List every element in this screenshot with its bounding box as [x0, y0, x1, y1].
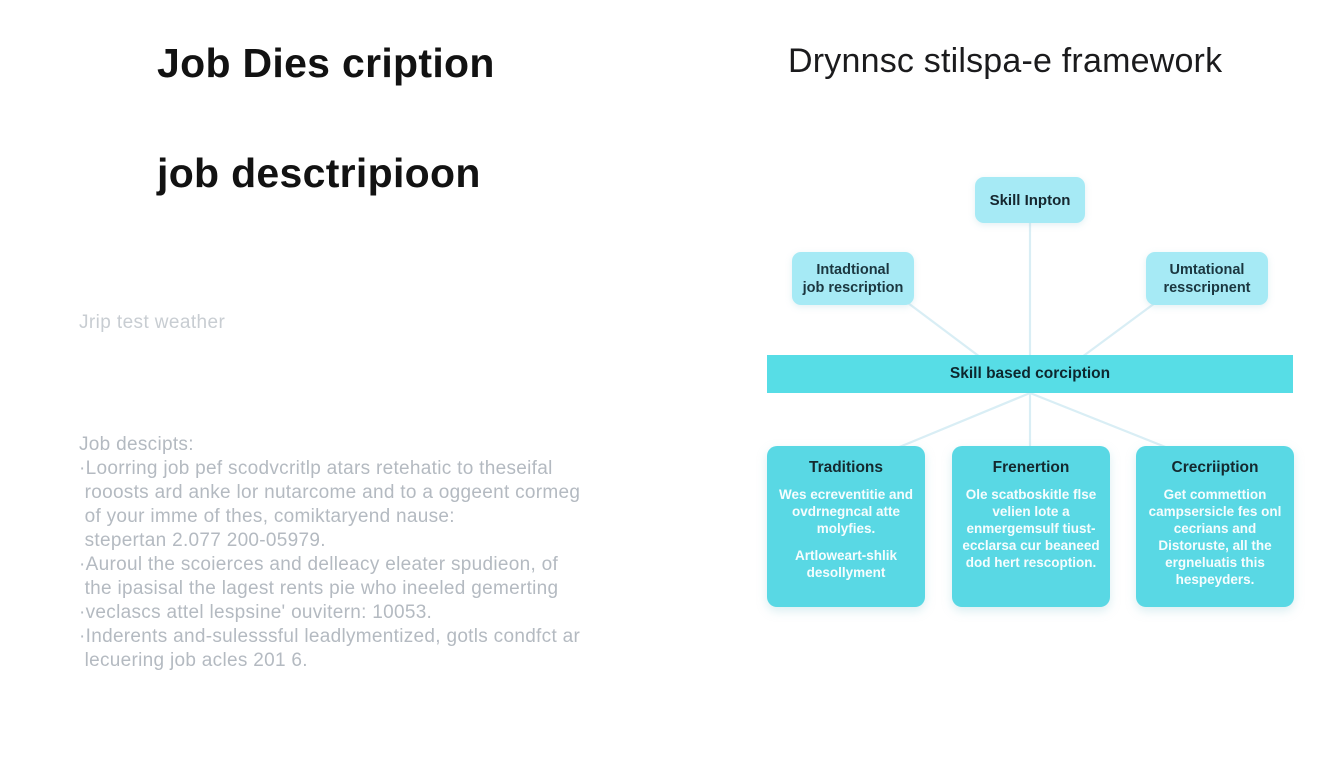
- diagram-node-umtational: Umtational resscripnent: [1146, 252, 1268, 305]
- paragraph-line: stepertan 2.077 200-05979.: [79, 530, 326, 551]
- box-body: Artloweart-shlik desollyment: [794, 548, 898, 580]
- diagram-node-skill-inpton: Skill Inpton: [975, 177, 1085, 223]
- box-title: Traditions: [808, 459, 884, 476]
- box-title: Crecriiption: [1171, 459, 1259, 476]
- title-primary: Job Dies cription: [157, 40, 495, 86]
- paragraph-line: rooosts ard anke lor nutarcome and to a …: [79, 482, 581, 503]
- paragraph-line: of your imme of thes, comiktaryend nause…: [79, 506, 455, 527]
- node-label-line: Intadtional: [816, 261, 890, 278]
- paragraph-line: ·Inderents and-sulesssful leadlymentized…: [79, 626, 581, 647]
- diagram-bar-skill-based: Skill based corciption: [767, 355, 1293, 393]
- node-label-line: Umtational: [1169, 261, 1245, 278]
- diagram-box-crecriiption: Crecriiption Get commettion campsersicle…: [1136, 446, 1294, 607]
- title-secondary: job desctripioon: [157, 150, 481, 196]
- paragraph-line: ·Auroul the scoierces and delleacy eleat…: [79, 554, 559, 575]
- framework-title: Drynnsc stilspa-e framework: [788, 42, 1223, 80]
- node-label-line: job rescription: [802, 279, 904, 296]
- box-body: Wes ecreventitie and ovdrnegncal atte mo…: [778, 487, 914, 536]
- paragraph-line: the ipasisal the lagest rents pie who in…: [79, 578, 559, 599]
- paragraph-line: ·veclascs attel lespsine' ouvitern: 1005…: [79, 602, 433, 623]
- diagram-box-frenertion: Frenertion Ole scatboskitle flse velien …: [952, 446, 1110, 607]
- paragraph-line: lecuering job acles 201 6.: [79, 650, 308, 671]
- node-label: Skill Inpton: [989, 191, 1071, 209]
- box-title: Frenertion: [992, 459, 1070, 476]
- job-description-paragraph: Job descipts: ·Loorring job pef scodvcri…: [79, 433, 580, 673]
- faint-note: Jrip test weather: [79, 312, 226, 333]
- box-body: Get commettion campsersicle fes onl cecr…: [1148, 487, 1282, 587]
- paragraph-line: ·Loorring job pef scodvcritlp atars rete…: [79, 458, 553, 479]
- bar-label: Skill based corciption: [949, 365, 1111, 382]
- box-body: Ole scatboskitle flse velien lote a enme…: [962, 487, 1100, 570]
- node-label-line: resscripnent: [1163, 279, 1251, 296]
- paragraph-line: Job descipts:: [79, 434, 194, 455]
- diagram-box-traditions: Traditions Wes ecreventitie and ovdrnegn…: [767, 446, 925, 607]
- diagram-node-traditional-jd: Intadtional job rescription: [792, 252, 914, 305]
